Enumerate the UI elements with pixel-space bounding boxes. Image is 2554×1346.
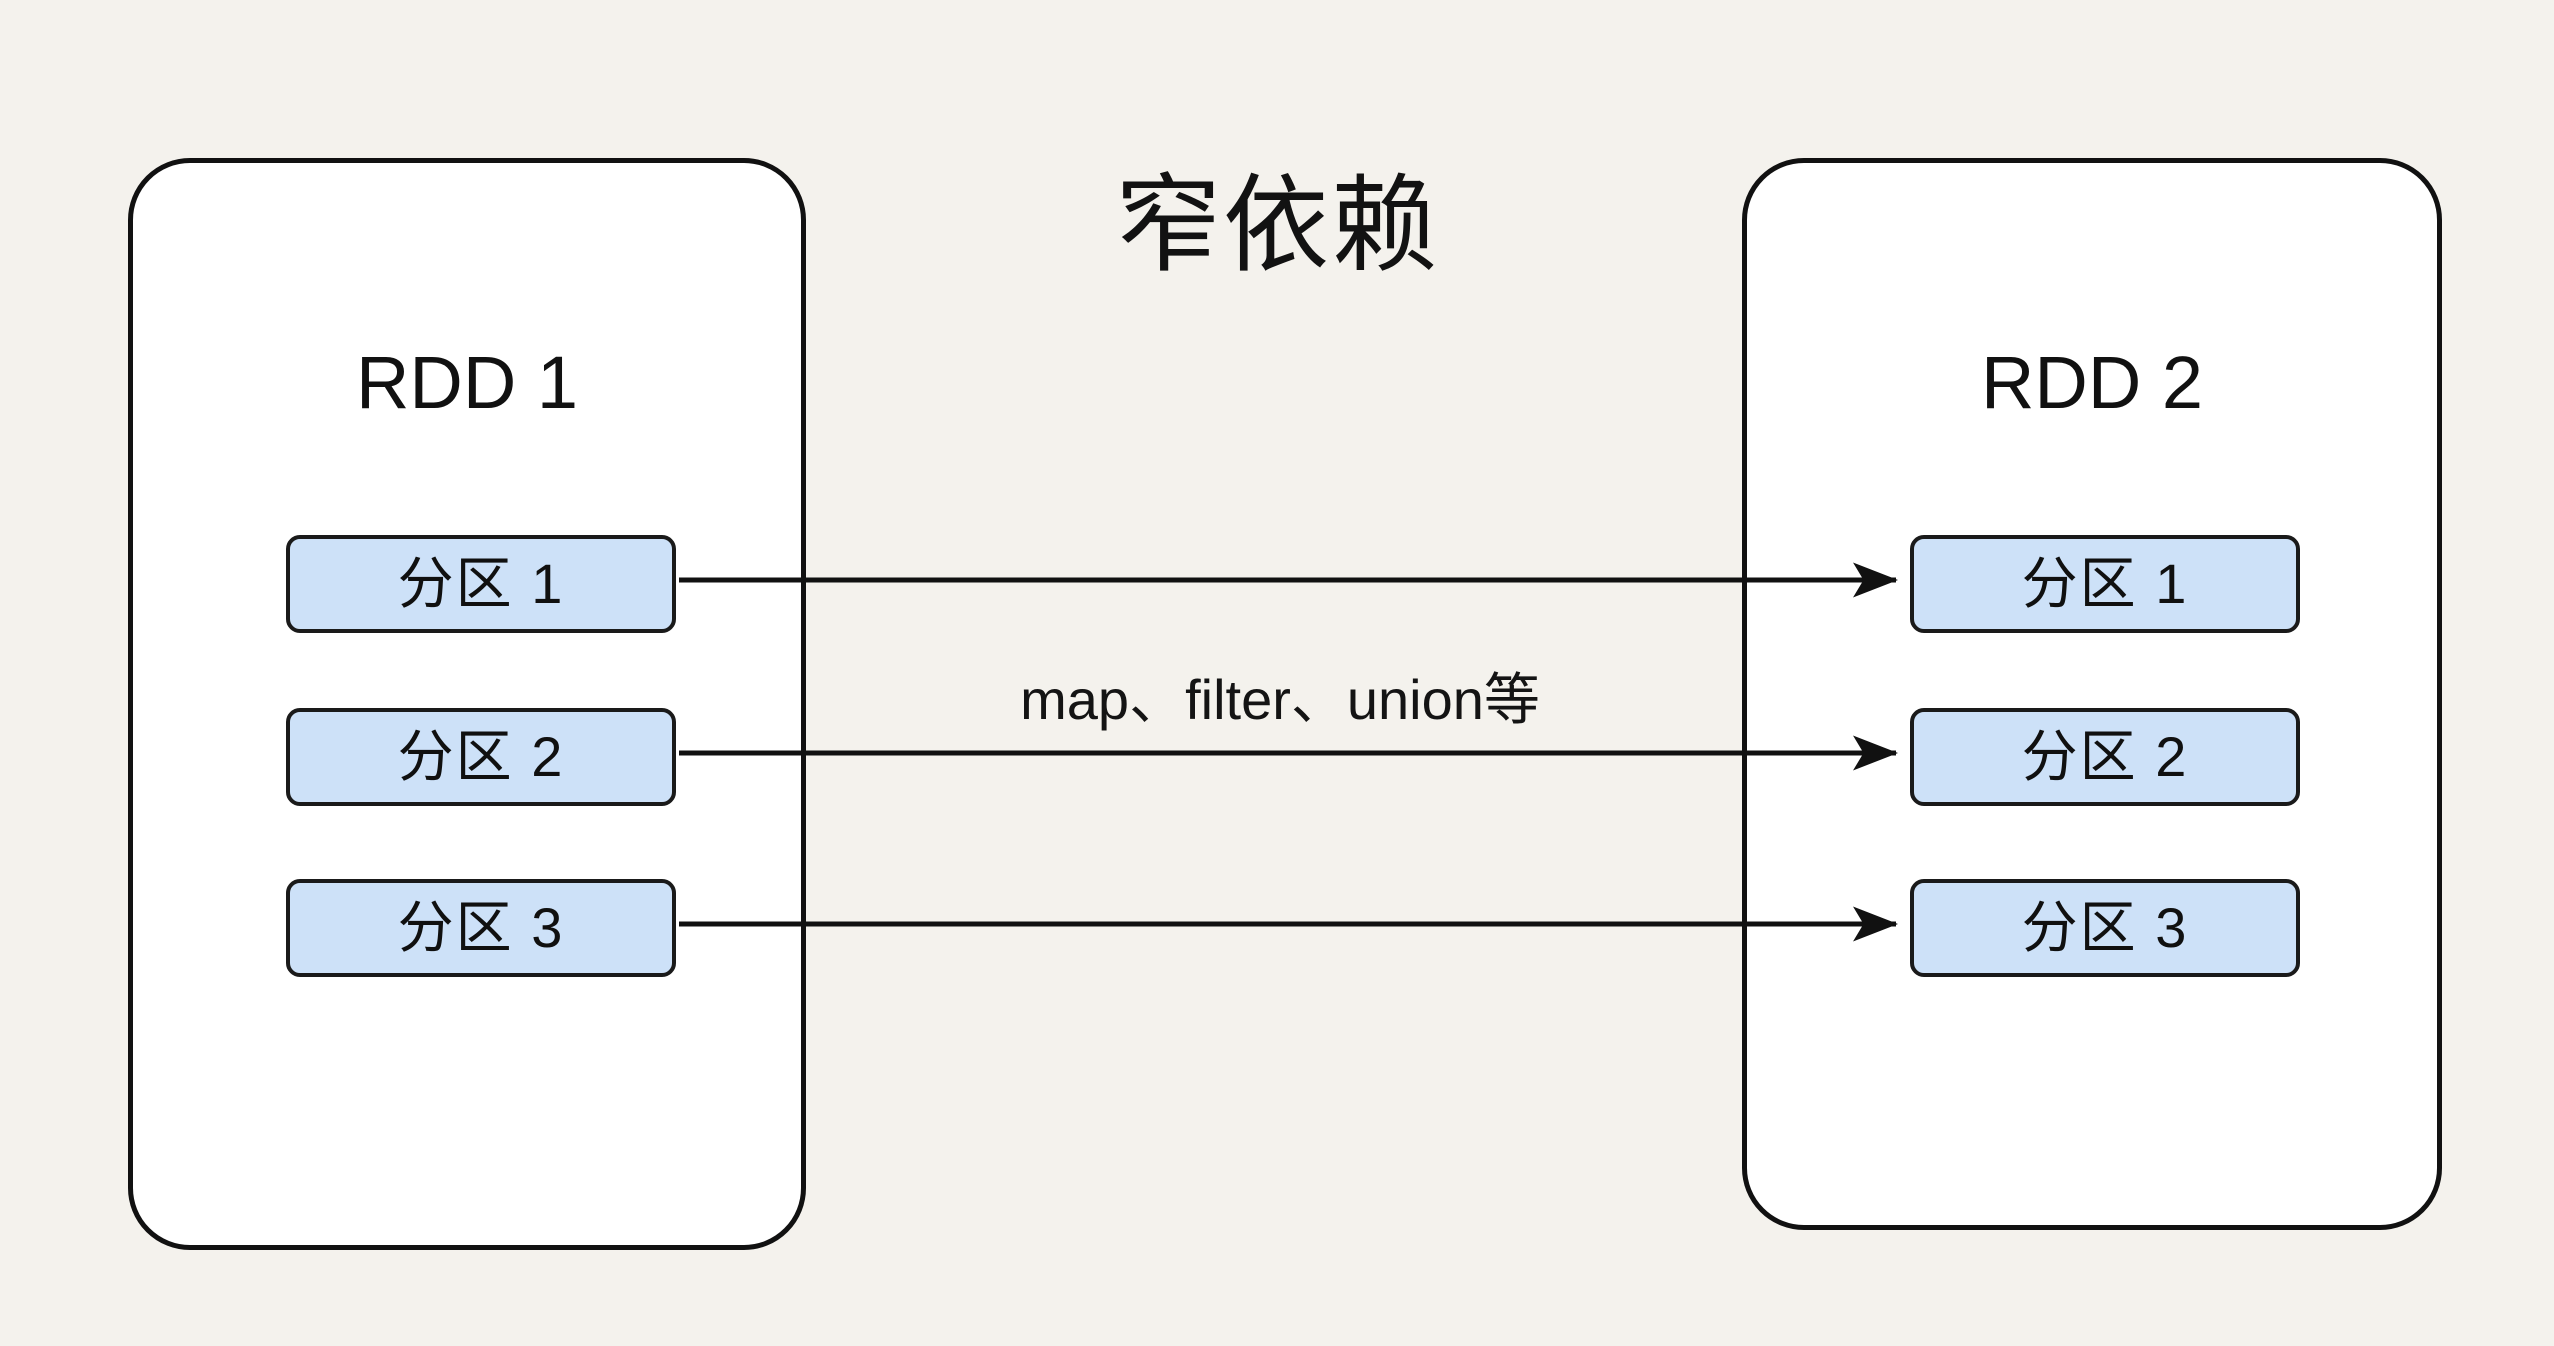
rdd-1-label: RDD 1 bbox=[355, 341, 579, 424]
page-title: 窄依赖 bbox=[1115, 167, 1439, 285]
source-partition-3[interactable]: 分区 3 bbox=[286, 879, 676, 977]
target-partition-1[interactable]: 分区 1 bbox=[1910, 535, 2300, 633]
rdd-1-container: RDD 1 分区 1 分区 2 分区 3 bbox=[128, 158, 806, 1250]
edge-transformations-label: map、filter、union等 bbox=[1020, 668, 1540, 731]
target-partition-3[interactable]: 分区 3 bbox=[1910, 879, 2300, 977]
source-partition-1[interactable]: 分区 1 bbox=[286, 535, 676, 633]
rdd-2-container: RDD 2 分区 1 分区 2 分区 3 bbox=[1742, 158, 2442, 1230]
rdd-2-label: RDD 2 bbox=[1980, 341, 2204, 424]
target-partition-2[interactable]: 分区 2 bbox=[1910, 708, 2300, 806]
source-partition-2[interactable]: 分区 2 bbox=[286, 708, 676, 806]
